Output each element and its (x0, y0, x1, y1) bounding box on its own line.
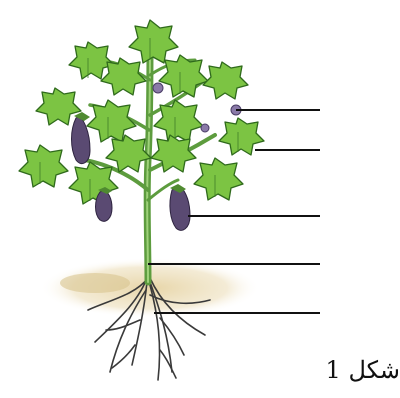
figure-caption-number: 1 (326, 356, 341, 384)
plant-leaves (19, 20, 264, 204)
figure-caption-word: شکل (348, 356, 400, 384)
soil-shadow (60, 273, 130, 293)
figure-caption: شکل 1 (318, 356, 400, 392)
